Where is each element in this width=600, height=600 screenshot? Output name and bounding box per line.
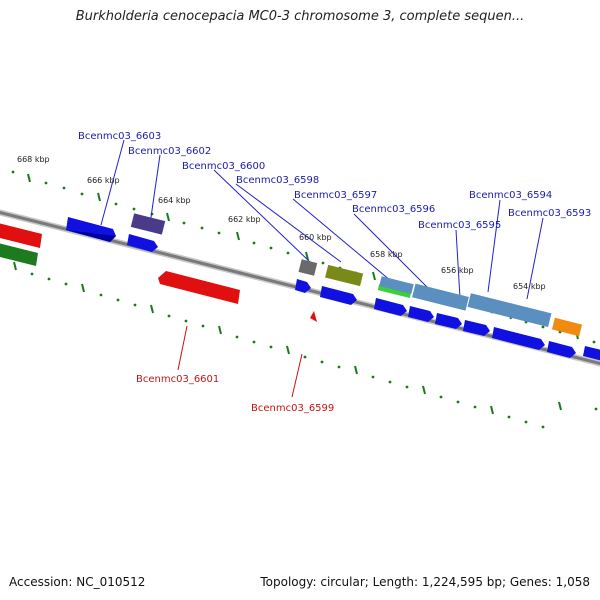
gene-6599 [310, 311, 317, 322]
gene-6603-shade [66, 230, 116, 242]
gene-6602 [130, 213, 166, 235]
gene-label-6596: Bcenmc03_6596 [352, 204, 435, 215]
gene-label-6593: Bcenmc03_6593 [508, 208, 591, 219]
ruler-label-662: 662 kbp [228, 215, 261, 224]
ruler-label-666: 666 kbp [87, 176, 120, 185]
top-strand-features[interactable] [66, 213, 600, 362]
gene-6594-b [463, 320, 490, 336]
gene-6596 [379, 276, 414, 294]
gene-6595 [412, 283, 469, 311]
ruler-label-656: 656 kbp [441, 266, 474, 275]
gene-leader-lines [100, 139, 544, 300]
gene-label-6598: Bcenmc03_6598 [236, 175, 319, 186]
gene-6600-b [295, 279, 311, 293]
gene-label-6602: Bcenmc03_6602 [128, 146, 211, 157]
gene-left-green [0, 243, 38, 266]
gene-6596-b [374, 298, 407, 316]
gene-6601 [158, 271, 240, 304]
gene-6595-c [435, 313, 462, 329]
gene-leader-lines-red [177, 325, 303, 398]
gene-label-6595: Bcenmc03_6595 [418, 220, 501, 231]
gene-labels-bottom: Bcenmc03_6601 Bcenmc03_6599 [136, 374, 334, 414]
ruler-label-658: 658 kbp [370, 250, 403, 259]
accession-label: Accession: NC_010512 [9, 575, 146, 589]
gene-labels-top: Bcenmc03_6603 Bcenmc03_6602 Bcenmc03_660… [78, 131, 591, 231]
gene-6594 [467, 293, 552, 327]
gene-left-red [0, 223, 42, 248]
gene-label-6600: Bcenmc03_6600 [182, 161, 265, 172]
gene-label-6599: Bcenmc03_6599 [251, 403, 334, 414]
gene-6602-b [127, 234, 158, 252]
gene-label-6601: Bcenmc03_6601 [136, 374, 219, 385]
gene-label-6603: Bcenmc03_6603 [78, 131, 161, 142]
gene-6597 [320, 286, 357, 305]
gene-6600 [298, 259, 318, 276]
gene-6595-b [408, 306, 434, 322]
gene-label-6597: Bcenmc03_6597 [294, 190, 377, 201]
gene-edge-blue [583, 346, 600, 361]
bottom-strand-features[interactable] [0, 222, 317, 322]
genome-summary: Topology: circular; Length: 1,224,595 bp… [260, 575, 590, 589]
gene-6598 [325, 264, 364, 287]
gene-6593-b [547, 341, 576, 358]
gene-label-6594: Bcenmc03_6594 [469, 190, 552, 201]
gene-6593 [551, 317, 583, 337]
map-title: Burkholderia cenocepacia MC0-3 chromosom… [75, 9, 525, 24]
ruler-label-660: 660 kbp [299, 233, 332, 242]
gene-6594-c [492, 327, 545, 350]
ruler-label-664: 664 kbp [158, 196, 191, 205]
ruler-label-668: 668 kbp [17, 155, 50, 164]
inner-tick-ring [13, 261, 598, 429]
